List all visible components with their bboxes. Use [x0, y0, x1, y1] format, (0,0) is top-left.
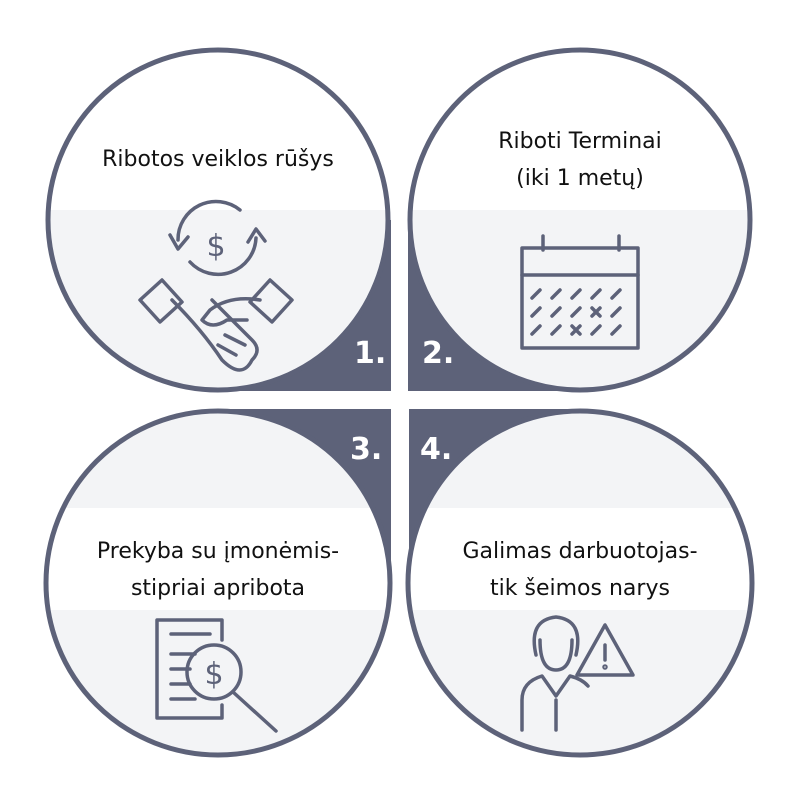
step-number: 1. [354, 336, 386, 371]
step-card-4: Galimas darbuotojas- tik šeimos narys 4. [405, 408, 755, 758]
step-subtitle: (iki 1 metų) [516, 166, 644, 191]
svg-text:$: $ [206, 229, 225, 264]
step-number: 3. [350, 432, 382, 467]
step-card-3: Prekyba su įmonėmis- stipriai apribota $… [43, 408, 393, 758]
step-title: Riboti Terminai [498, 129, 662, 154]
step-subtitle: stipriai apribota [131, 576, 305, 601]
step-number: 2. [422, 336, 454, 371]
step-subtitle: tik šeimos narys [490, 576, 670, 601]
step-title: Galimas darbuotojas- [462, 539, 697, 564]
svg-text:$: $ [204, 657, 223, 692]
step-card-1: Ribotos veiklos rūšys $ 1. [45, 47, 391, 393]
person-warning-icon [520, 615, 635, 732]
calendar-icon [520, 234, 640, 350]
step-title: Prekyba su įmonėmis- [97, 539, 339, 564]
step-title: Ribotos veiklos rūšys [102, 147, 334, 172]
document-search-dollar-icon: $ [155, 618, 278, 733]
step-number: 4. [420, 432, 452, 467]
handshake-money-icon: $ [138, 199, 294, 372]
